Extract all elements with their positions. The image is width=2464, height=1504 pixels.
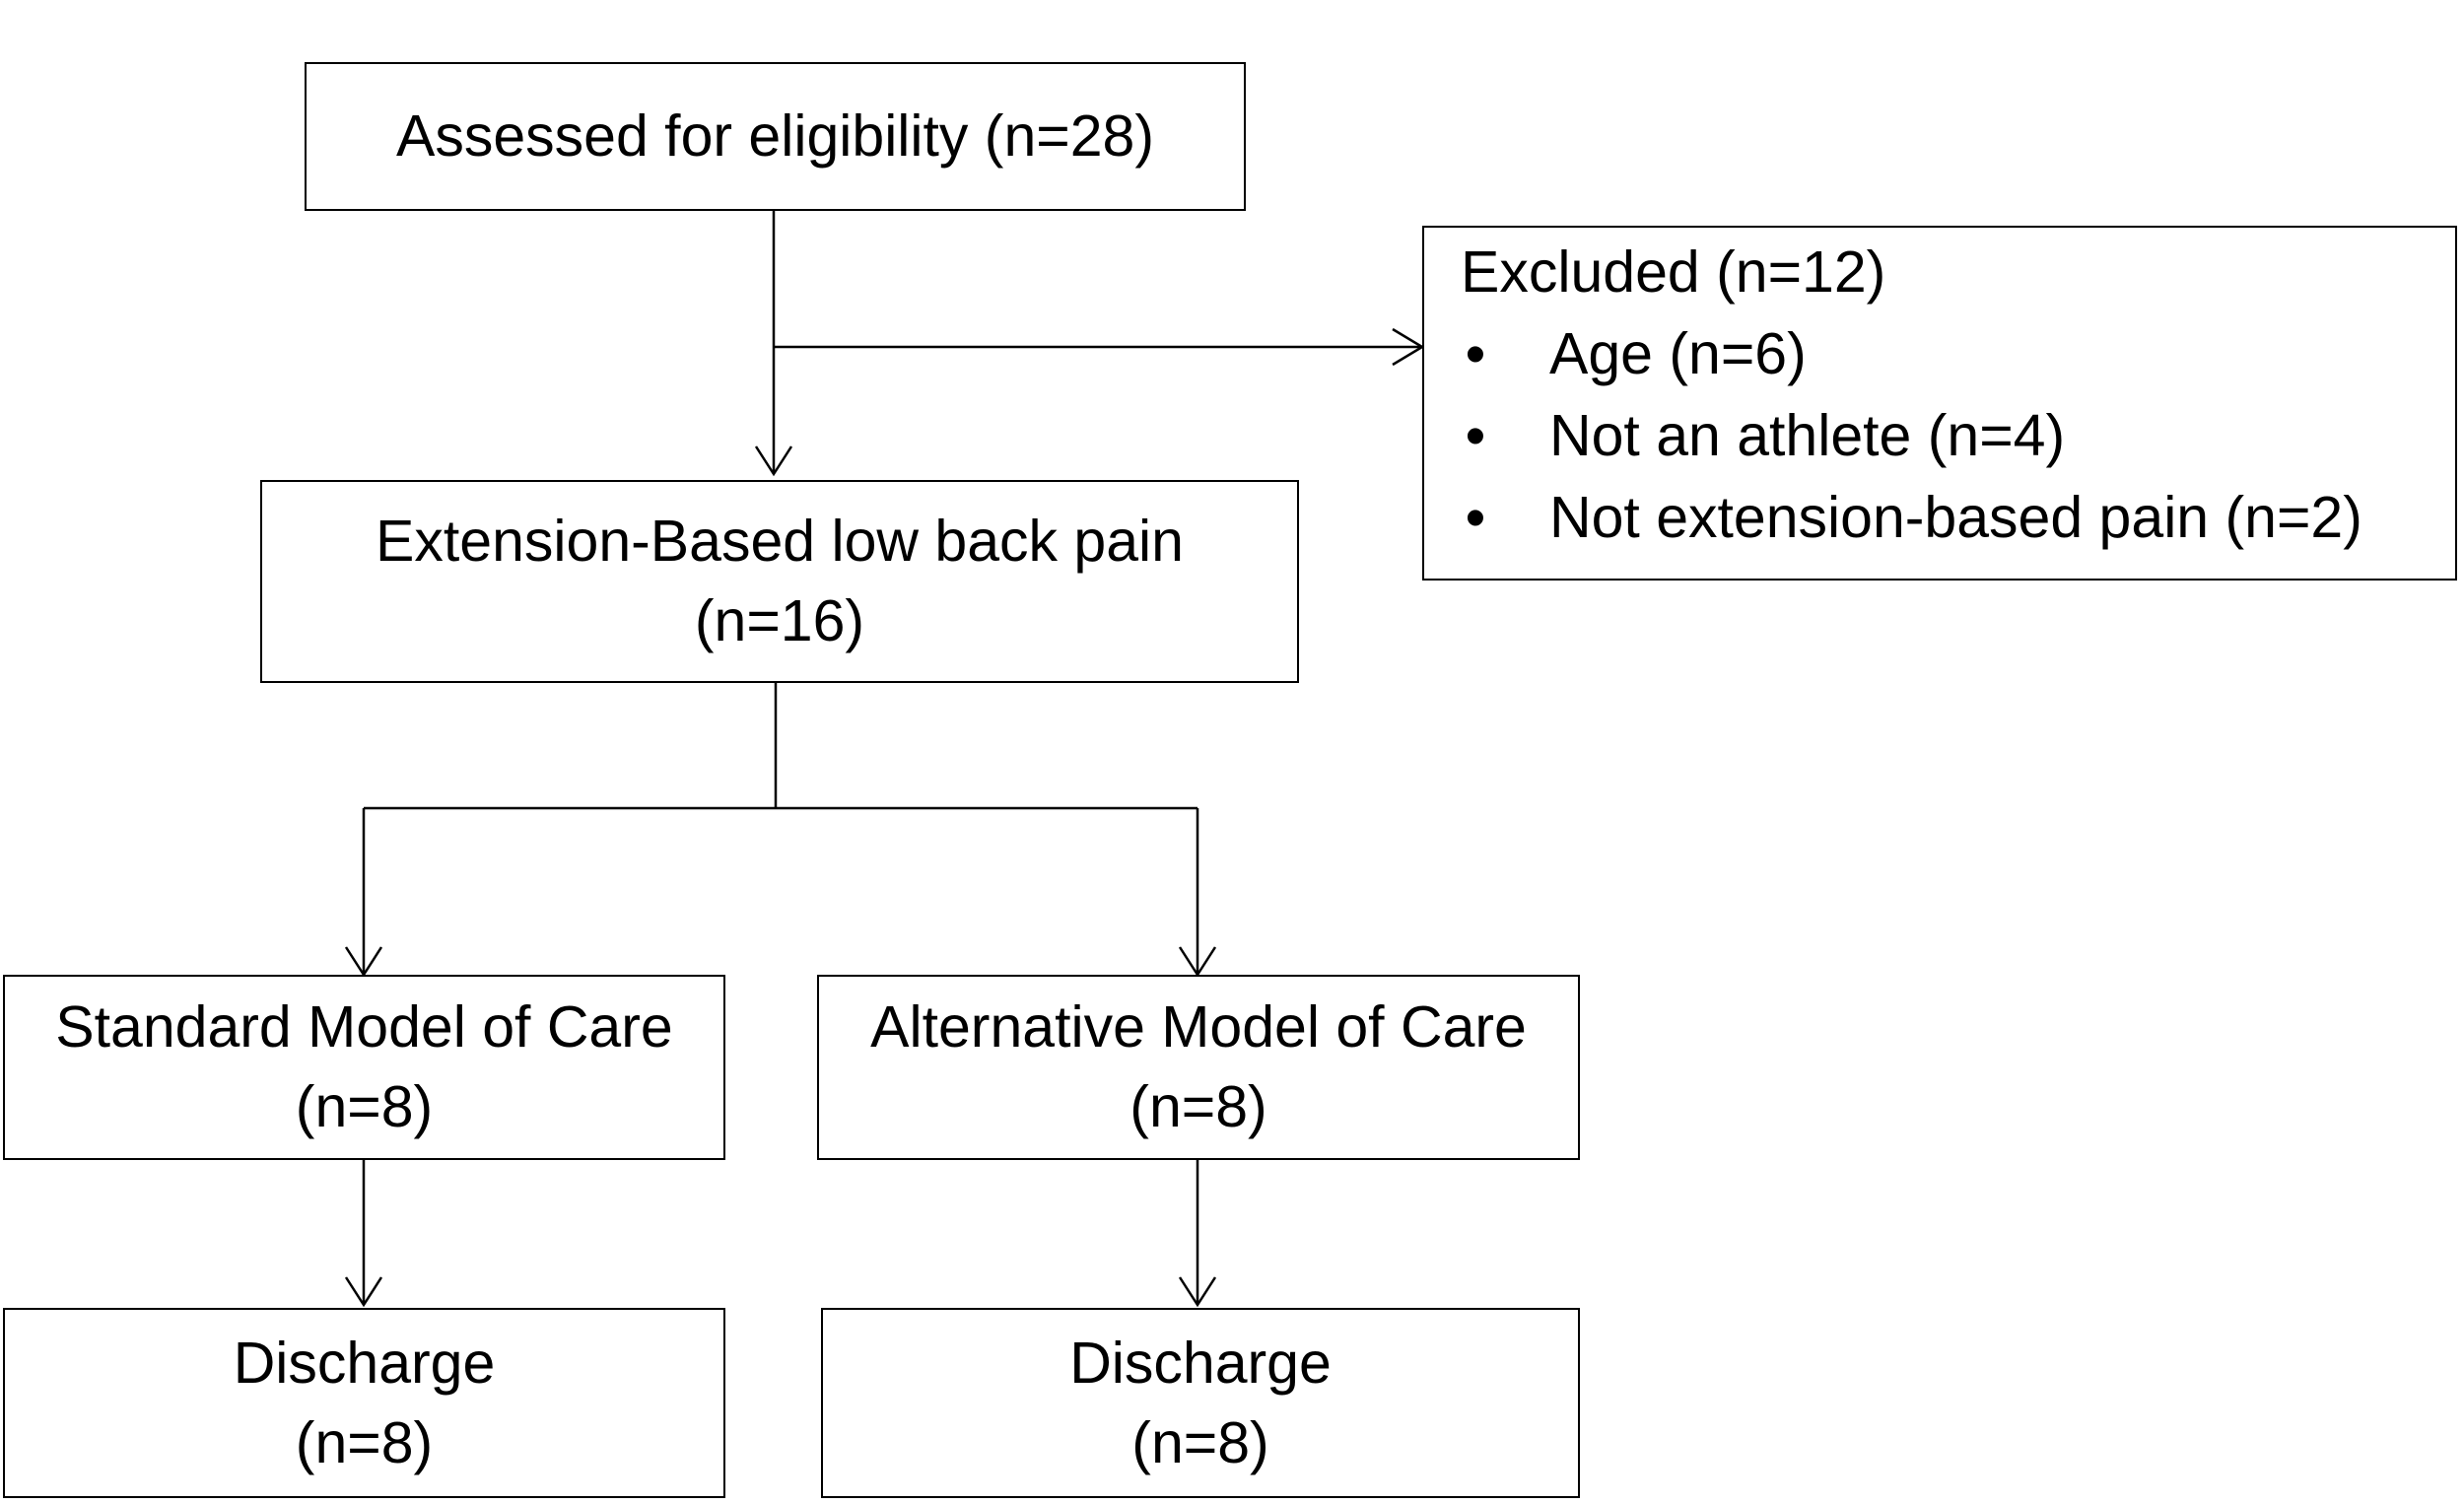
list-item: • Age (n=6) xyxy=(1461,313,2455,395)
bullet-icon: • xyxy=(1465,403,1486,468)
exclusion-reason-not-extension: Not extension-based pain (n=2) xyxy=(1549,485,2362,550)
excluded-title: Excluded (n=12) xyxy=(1461,239,1886,305)
arrowhead-discharge-alternative xyxy=(1178,1276,1217,1308)
extension-count: (n=16) xyxy=(694,588,865,653)
bullet-icon: • xyxy=(1465,321,1486,386)
alternative-care-count: (n=8) xyxy=(1129,1074,1267,1139)
alternative-care-box: Alternative Model of Care (n=8) xyxy=(817,975,1580,1160)
exclusion-reasons: • Age (n=6) • Not an athlete (n=4) • Not… xyxy=(1461,313,2455,559)
standard-care-box: Standard Model of Care (n=8) xyxy=(3,975,725,1160)
bullet-icon: • xyxy=(1465,485,1486,550)
list-item: • Not an athlete (n=4) xyxy=(1461,395,2455,477)
assessed-label: Assessed for eligibility (n=28) xyxy=(396,103,1154,169)
discharge-standard-label: Discharge xyxy=(233,1330,496,1396)
list-item: • Not extension-based pain (n=2) xyxy=(1461,477,2455,559)
exclusion-reason-age: Age (n=6) xyxy=(1549,321,1807,386)
excluded-box: Excluded (n=12) • Age (n=6) • Not an ath… xyxy=(1422,226,2457,581)
standard-care-count: (n=8) xyxy=(295,1074,434,1139)
discharge-standard-count: (n=8) xyxy=(295,1409,434,1475)
exclusion-reason-not-athlete: Not an athlete (n=4) xyxy=(1549,403,2066,468)
assessed-box: Assessed for eligibility (n=28) xyxy=(305,62,1246,211)
arrowhead-discharge-standard xyxy=(344,1276,383,1308)
discharge-alternative-label: Discharge xyxy=(1069,1330,1332,1396)
extension-box: Extension-Based low back pain (n=16) xyxy=(260,480,1299,683)
alternative-care-label: Alternative Model of Care xyxy=(870,994,1527,1060)
extension-label: Extension-Based low back pain xyxy=(376,509,1184,574)
arrowhead-extension xyxy=(754,445,793,477)
standard-care-label: Standard Model of Care xyxy=(55,994,673,1060)
discharge-alternative-box: Discharge (n=8) xyxy=(821,1308,1580,1498)
discharge-alternative-count: (n=8) xyxy=(1131,1409,1269,1475)
discharge-standard-box: Discharge (n=8) xyxy=(3,1308,725,1498)
